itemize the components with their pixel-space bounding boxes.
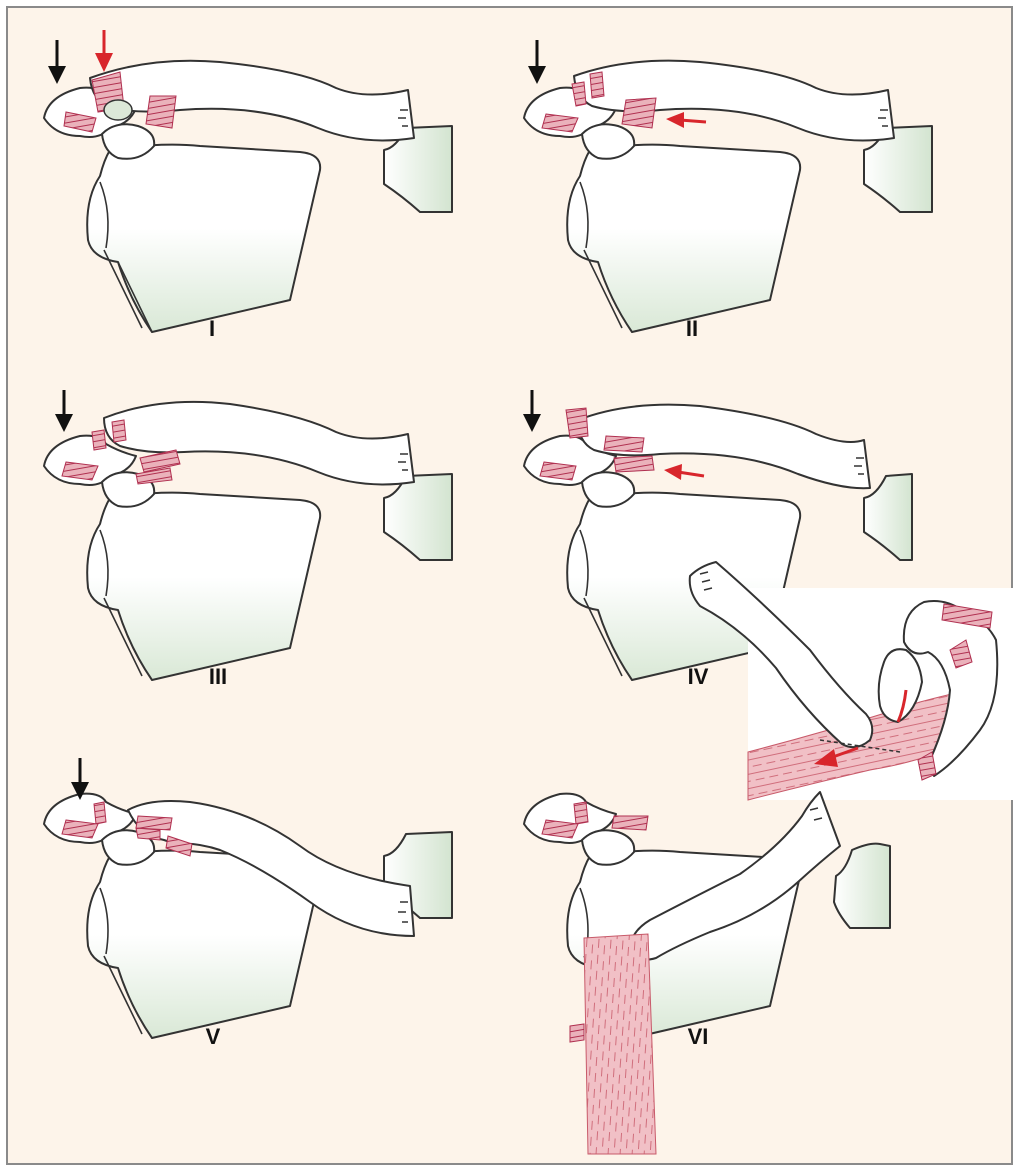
down-arrow-icon xyxy=(95,30,113,72)
scapula xyxy=(567,145,800,332)
panel-ii: II xyxy=(524,40,932,341)
coracoclavicular-ligament xyxy=(622,98,656,128)
sternum xyxy=(834,844,890,928)
sternum xyxy=(864,474,912,560)
joint-surface xyxy=(104,100,132,120)
coracoclavicular-ligament xyxy=(146,96,176,128)
coracoid xyxy=(582,830,634,865)
ligament-stump xyxy=(574,802,588,824)
coracoid xyxy=(102,124,154,159)
panel-iii: III xyxy=(44,390,452,689)
panel-iv-inset xyxy=(690,562,1013,800)
down-arrow-icon xyxy=(528,40,546,84)
panel-vi: VI xyxy=(524,792,890,1154)
coracoclavicular-ligament-torn xyxy=(604,436,644,452)
acromioclavicular-ligament-torn xyxy=(112,420,126,442)
down-arrow-icon xyxy=(55,390,73,432)
panel-label: IV xyxy=(688,664,709,689)
coracoid xyxy=(582,472,634,507)
panel-label: I xyxy=(209,316,215,341)
panel-label: III xyxy=(209,664,227,689)
panel-label: VI xyxy=(688,1024,709,1049)
left-arrow-icon xyxy=(666,112,706,128)
acromioclavicular-ligament-torn xyxy=(590,72,604,98)
acromioclavicular-ligament-torn xyxy=(92,430,106,450)
ligament-stump xyxy=(570,1024,584,1042)
coracoclavicular-ligament-torn xyxy=(614,456,654,472)
panel-i: I xyxy=(44,30,452,341)
coracoclavicular-ligament-torn xyxy=(136,468,172,484)
ligament-stump xyxy=(612,816,648,830)
coracoclavicular-ligament-torn xyxy=(140,450,180,472)
scapula xyxy=(87,145,320,332)
panel-label: II xyxy=(686,316,698,341)
ligament-stump xyxy=(136,816,172,830)
deltotrapezial-muscle xyxy=(584,934,656,1154)
ligament-stump xyxy=(94,802,106,824)
sternum xyxy=(384,474,452,560)
scapula xyxy=(87,493,320,680)
panel-v: V xyxy=(44,758,452,1049)
down-arrow-icon xyxy=(523,390,541,432)
coracoid xyxy=(582,124,634,159)
panel-label: V xyxy=(206,1024,221,1049)
down-arrow-icon xyxy=(48,40,66,84)
ligament-stump-clavicle xyxy=(136,828,160,840)
left-arrow-icon xyxy=(664,464,704,480)
acromioclavicular-ligament-torn xyxy=(566,408,588,438)
